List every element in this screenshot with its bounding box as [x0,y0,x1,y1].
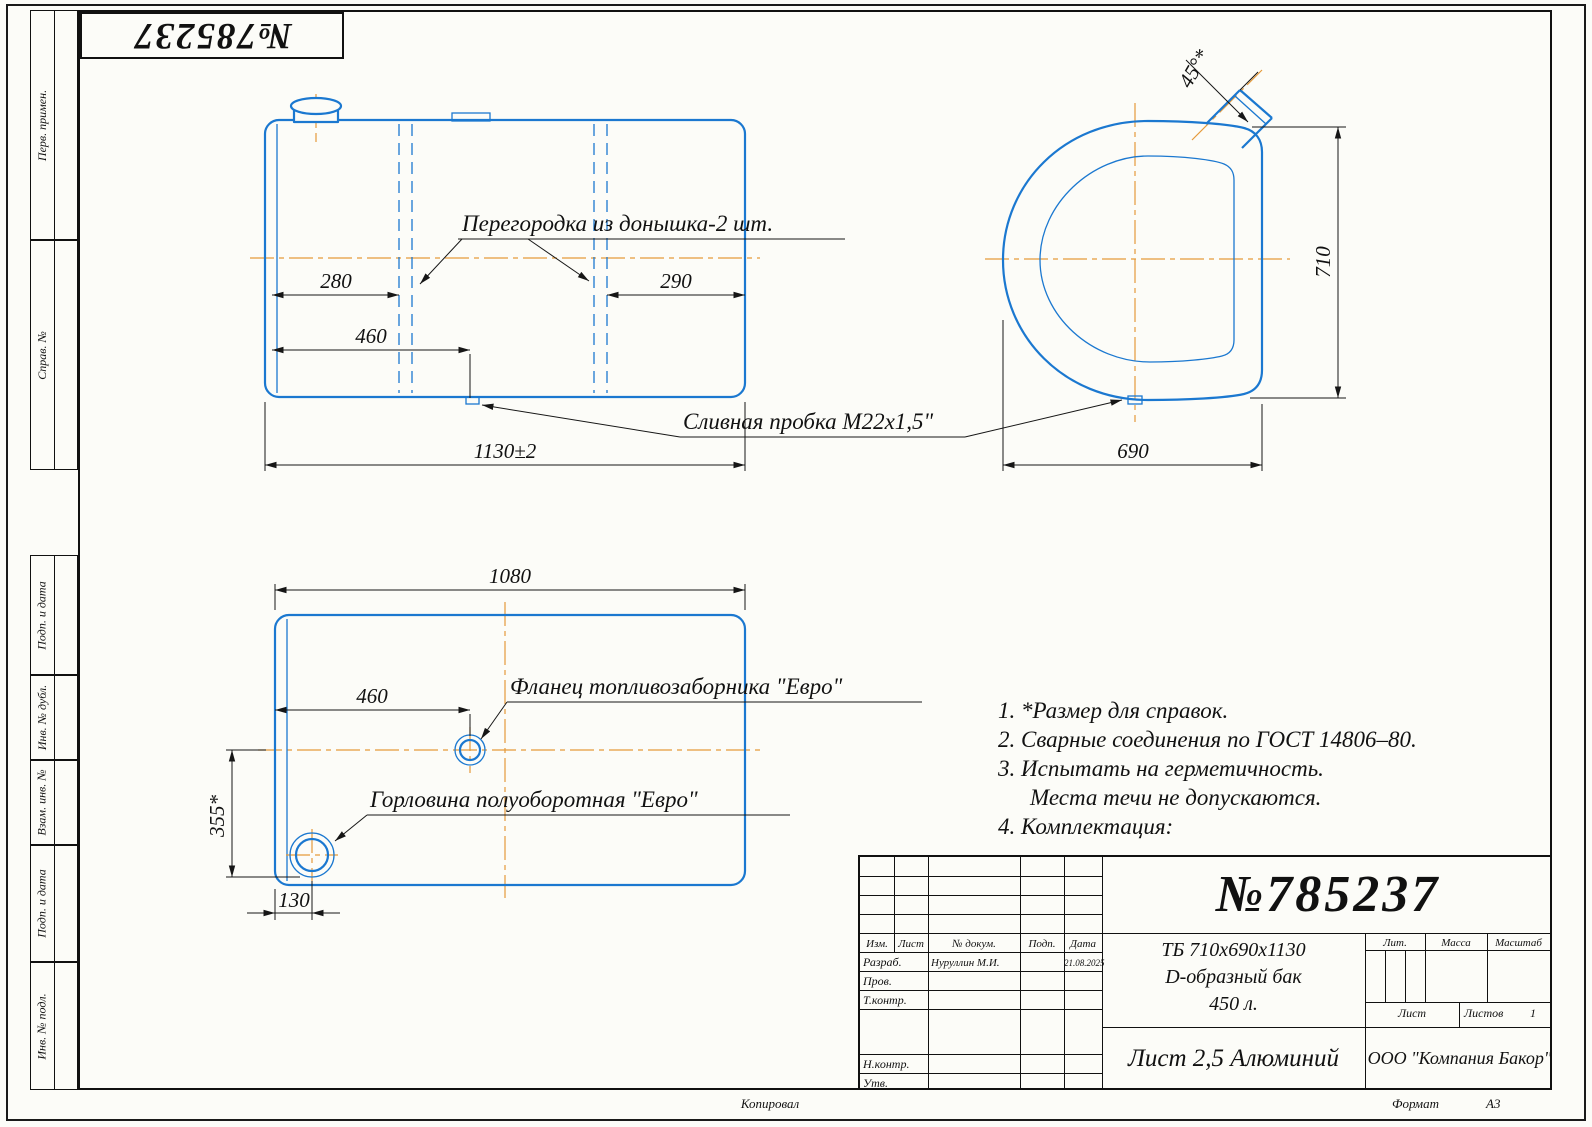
tb-role-nkontr: Н.контр. [863,1057,910,1071]
frame-cell-sprav: Справ. № [30,240,78,470]
technical-notes: 1. *Размер для справок. 2. Сварные соеди… [998,696,1417,841]
rotated-number-stamp: №785237 [80,12,344,59]
tb-document-number: №785237 [1215,866,1441,923]
tb-header-list: Лист [898,938,924,950]
drain-leader-1 [481,403,681,438]
frame-cell-perv-primen: Перв. примен. [30,10,78,240]
dim-1080: 1080 [489,564,532,588]
section-neck-edge-1 [1205,89,1241,125]
footer-format-label: Формат [1392,1096,1439,1111]
footer-kopiroval: Копировал [740,1096,800,1111]
outer-border [6,4,1586,1121]
flange-circle-inner [458,738,482,762]
tb-razrab-name: Нуруллин М.И. [931,957,1000,969]
frame-cell-podp-data-1: Подп. и дата [30,555,78,675]
tb-lit-label: Лит. [1383,937,1407,949]
tb-role-utv: Утв. [863,1076,888,1090]
vent-boss [451,112,491,122]
section-neck-cap-outer [1239,89,1273,119]
note-3-continued: Места течи не допускаются. [1030,785,1322,810]
tb-header-izm: Изм. [866,938,888,950]
neck-label: Горловина полуоборотная "Евро" [369,787,698,812]
dim-280: 280 [320,269,352,293]
drawing-frame [78,10,1552,1090]
dim-690: 690 [1117,439,1149,463]
section-outer-contour [1001,119,1264,402]
tb-massa-label: Масса [1441,937,1471,949]
tb-razrab-date: 21.08.2025 [1064,958,1105,968]
drain-plug-side [465,396,480,405]
section-neck-edge-2 [1241,117,1273,149]
tb-designation-line2: D-образный бак [1165,966,1302,988]
tb-role-tkontr: Т.контр. [863,993,907,1007]
tb-designation-line1: ТБ 710х690х1130 [1161,939,1306,961]
neck-leader [334,814,368,842]
dim-45-leader [1185,59,1249,123]
tb-company: ООО "Компания Бакор" [1367,1048,1552,1068]
section-inner-contour [1039,155,1235,363]
filler-neck-cap [289,96,343,116]
baffle-leader-1 [419,238,463,285]
title-block: Изм. Лист № докум. Подп. Дата Разраб. Ну… [858,855,1552,1090]
tb-header-data: Дата [1069,938,1097,950]
dim-130: 130 [278,888,310,912]
frame-cell-inv-podl: Инв. № подл. [30,962,78,1090]
tb-role-prov: Пров. [863,974,892,988]
tb-listov-value: 1 [1530,1006,1536,1020]
tb-list-label: Лист [1397,1006,1427,1020]
tb-designation-line3: 450 л. [1209,993,1258,1015]
baffle-leader-2 [527,238,590,282]
drain-label: Сливная пробка М22х1,5" [683,409,934,434]
tb-listov-label: Листов [1464,1006,1504,1020]
side-view-outline [263,118,747,399]
neck-circle-inner [294,837,330,873]
frame-cell-vzam-inv: Взам. инв. № [30,760,78,845]
note-4: 4. Комплектация: [998,814,1174,839]
flange-label: Фланец топливозаборника "Евро" [510,674,843,699]
dim-290: 290 [660,269,692,293]
drain-leader-2 [964,399,1123,438]
top-view-outline [273,613,747,887]
section-neck-centerline [1191,69,1263,141]
drain-plug-section [1127,395,1143,405]
section-neck-cap-inner [1234,95,1267,125]
frame-cell-inv-dubl: Инв. № дубл. [30,675,78,760]
dim-710: 710 [1311,246,1335,278]
flange-leader [480,701,508,740]
footer-format-value: А3 [1486,1096,1501,1111]
tb-designation: ТБ 710х690х1130 D-образный бак 450 л. [1102,937,1365,1018]
tb-header-podp: Подп. [1028,938,1056,950]
dim-460-side: 460 [355,324,387,348]
dim-460-top: 460 [356,684,388,708]
tb-header-dokum: № докум. [952,938,996,950]
tb-role-razrab: Разраб. [863,955,902,969]
dim-355: 355* [205,795,229,839]
dim-45-ext [1239,71,1259,91]
dim-1130: 1130±2 [474,439,537,463]
neck-circle-outer [289,832,335,878]
note-3: 3. Испытать на герметичность. [998,756,1324,781]
baffle-label: Перегородка из донышка-2 шт. [461,211,773,236]
tb-material: Лист 2,5 Алюминий [1127,1044,1340,1072]
frame-cell-podp-data-2: Подп. и дата [30,845,78,962]
dim-45: 45°* [1174,45,1215,92]
tb-masshtab-label: Масштаб [1495,937,1542,949]
note-1: 1. *Размер для справок. [998,698,1229,723]
note-2: 2. Сварные соединения по ГОСТ 14806–80. [998,727,1417,752]
